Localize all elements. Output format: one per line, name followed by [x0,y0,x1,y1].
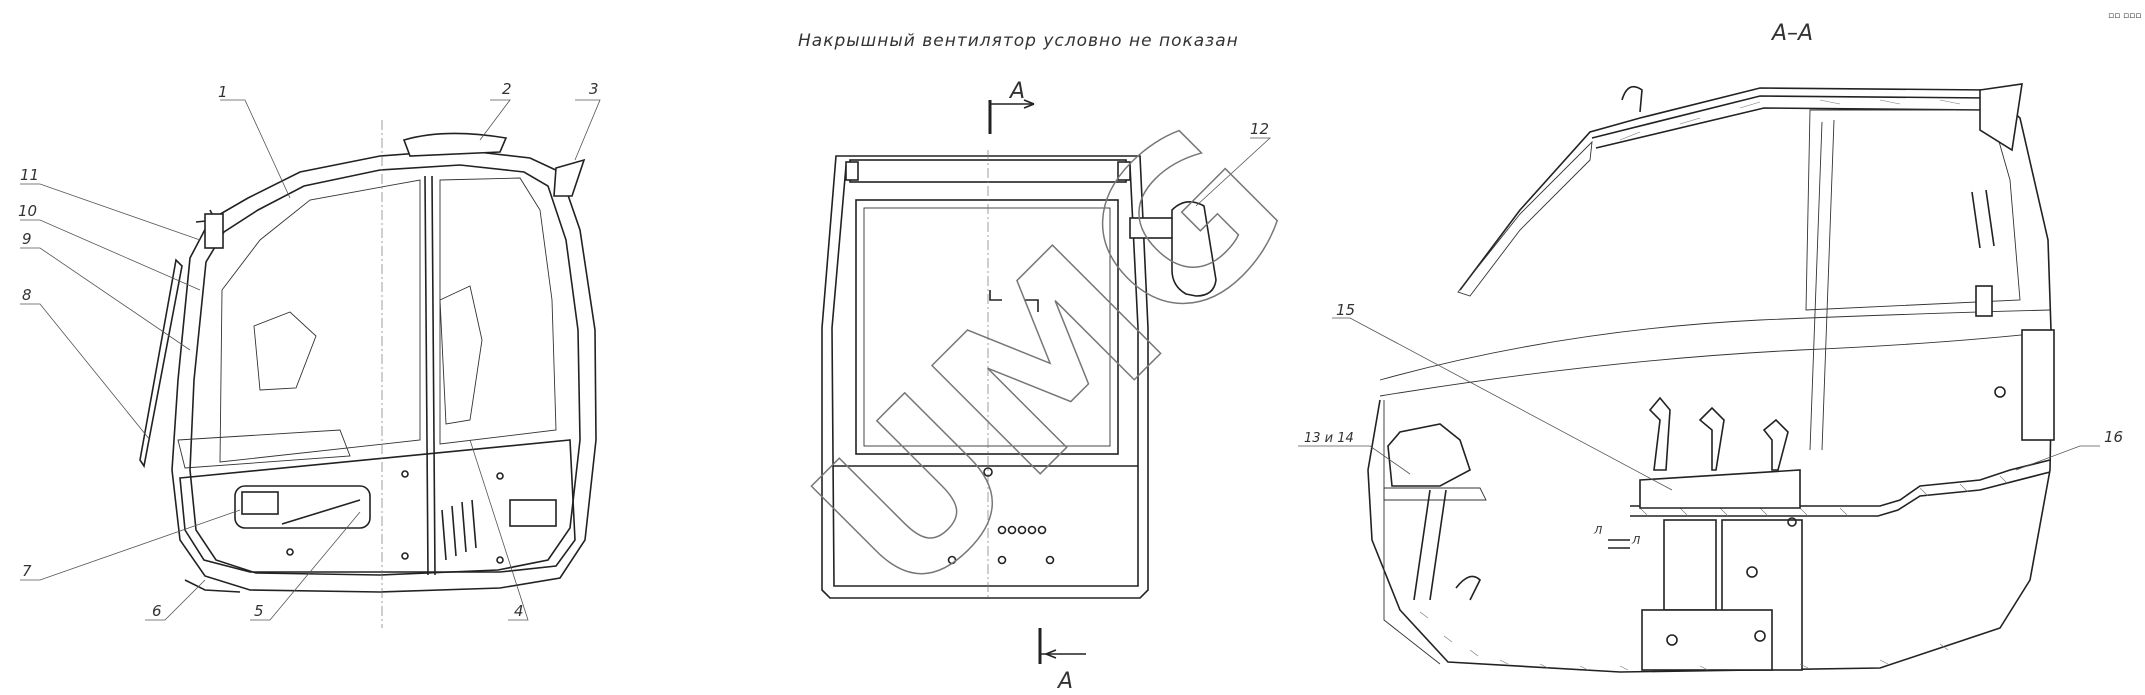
callout-5: 5 [254,602,264,620]
callout-1: 1 [218,83,228,101]
front-frame-outer [821,155,1149,599]
joystick-right [1762,418,1789,471]
callout-7: 7 [22,562,32,580]
side-window [1805,109,2021,311]
callout-4: 4 [514,602,524,620]
callout-15: 15 [1336,301,1355,319]
console-box-3 [1641,609,1773,671]
door-frame-line [424,175,429,576]
section-title: А–А [1770,21,1813,46]
front-view [821,99,1272,664]
callout-12: 12 [1250,120,1269,138]
front-glass [219,179,421,463]
section-mark-bottom-label: А [1056,669,1073,694]
callout-8: 8 [22,286,32,304]
latch-panel [2021,329,2055,441]
cab-inner-shell [189,164,581,576]
joystick-mid [1698,406,1725,471]
wiper-arm [139,258,183,469]
door-seat-outline [439,285,483,425]
corner-mark: ▫▫ ▫▫▫ [2108,11,2141,21]
side-mirror [553,158,586,197]
note-text: Накрышный вентилятор условно не показан [798,31,1239,51]
roof-hatch [402,132,508,157]
console-box-1 [1663,519,1717,611]
section-front-glass [1457,140,1593,297]
floor-line [1630,459,2051,507]
callout-2: 2 [502,80,512,98]
door-glass [439,177,557,445]
section-outer-shell [1367,87,2053,673]
callout-13-14: 13 и 14 [1304,431,1354,446]
dim-l-1: Л [1593,524,1602,537]
callout-6: 6 [152,602,162,620]
side-vent [509,499,557,527]
mirror-head [1171,201,1217,297]
door-lock [241,491,279,515]
rear-mirror [1979,83,2023,152]
roof-ring [1621,85,1643,113]
callout-3: 3 [589,80,599,98]
windshield [855,199,1119,455]
callout-9: 9 [22,230,32,248]
lower-panel [179,439,576,573]
seat-outline [253,311,317,391]
left-hatch [1387,423,1471,487]
joystick-left [1648,396,1671,471]
callout-10: 10 [18,202,37,220]
section-view: Л Л [1298,83,2100,673]
dim-l-2: Л [1631,534,1640,547]
cab-outer-shell [171,149,597,593]
section-mark-top-label: А [1008,79,1025,104]
callout-11: 11 [20,166,39,184]
wiper-motor [204,213,224,249]
side-view [20,99,601,628]
callout-16: 16 [2104,428,2123,446]
